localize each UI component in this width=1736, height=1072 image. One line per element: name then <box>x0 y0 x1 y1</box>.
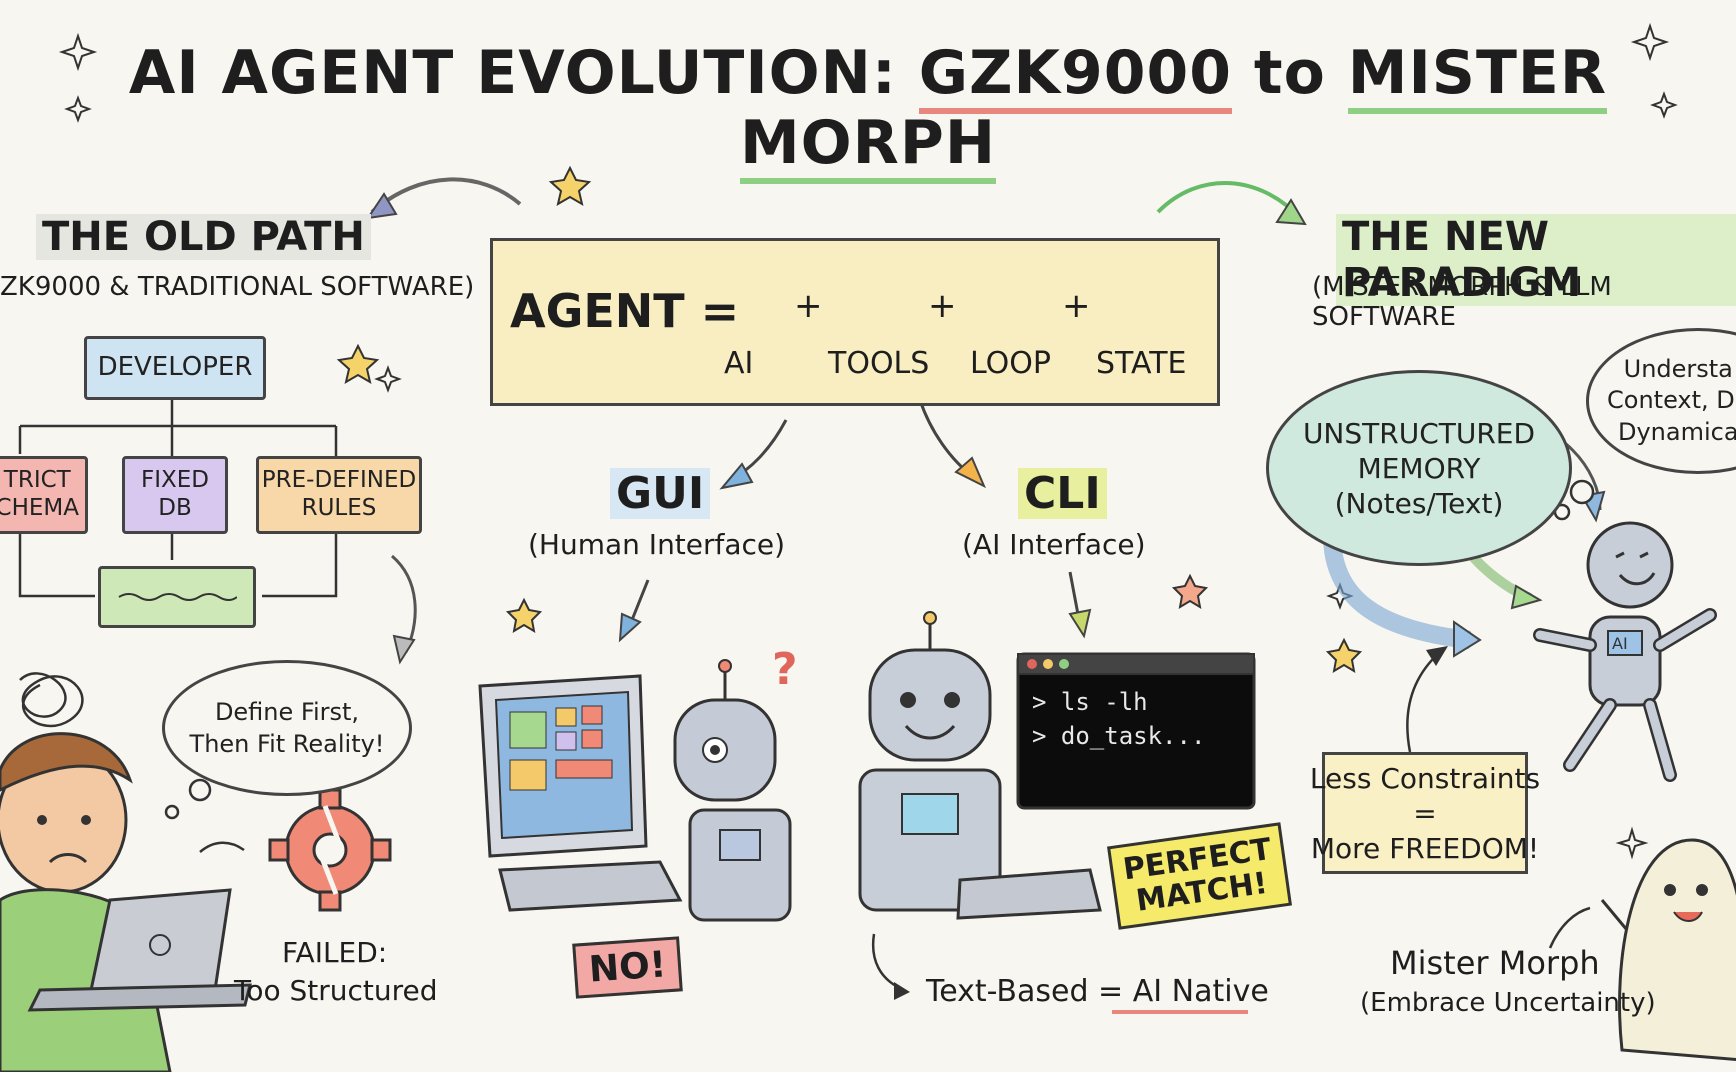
strict-schema-box: TRICT CHEMA <box>0 456 88 534</box>
formula-plus-2: + <box>928 286 957 326</box>
agent-formula-box <box>490 238 1220 406</box>
thought-bubble-define-first: Define First, Then Fit Reality! <box>162 660 412 796</box>
mister-morph-mascot <box>1600 838 1736 1062</box>
star-icon <box>58 32 98 72</box>
cli-heading: CLI <box>1018 468 1107 519</box>
star-icon <box>1325 637 1363 673</box>
svg-text:AI: AI <box>1612 634 1628 653</box>
frustrated-developer-illustration <box>0 732 252 1072</box>
mister-morph-caption: (Embrace Uncertainty) <box>1360 988 1656 1018</box>
old-path-subtitle: ZK9000 & TRADITIONAL SOFTWARE) <box>0 272 475 302</box>
terminal-line-1: > ls -lh <box>1032 688 1148 716</box>
star-icon <box>1630 22 1670 62</box>
star-icon <box>1171 573 1209 609</box>
running-robot-illustration: AI <box>1533 521 1717 782</box>
mister-morph-name: Mister Morph <box>1390 944 1600 982</box>
title-highlight-mister-morph: MISTER MORPH <box>739 38 1608 184</box>
formula-plus-3: + <box>1062 286 1091 326</box>
gui-computer-illustration: ? <box>478 644 798 922</box>
new-paradigm-heading: THE NEW PARADIGM <box>1336 214 1736 306</box>
formula-state-label: STATE <box>1096 346 1187 381</box>
cli-caption: Text-Based = AI Native <box>926 974 1269 1009</box>
title-part-1: AI AGENT EVOLUTION: <box>128 38 919 108</box>
pre-defined-rules-box: PRE-DEFINED RULES <box>256 456 422 534</box>
star-icon <box>548 165 592 207</box>
broken-gear-icon <box>268 788 392 912</box>
less-constraints-note: Less Constraints = More FREEDOM! <box>1310 752 1540 874</box>
fixed-db-box: FIXED DB <box>122 456 228 534</box>
formula-tools-label: TOOLS <box>828 346 930 381</box>
svg-text:?: ? <box>772 644 798 695</box>
star-icon <box>505 597 543 633</box>
no-sign: NO! <box>572 936 683 999</box>
star-icon <box>64 95 92 123</box>
star-icon <box>1650 91 1678 119</box>
cli-robot-illustration <box>858 611 1256 920</box>
title-highlight-gzk9000: GZK9000 <box>918 38 1233 114</box>
apple-logo-icon <box>149 934 171 956</box>
terminal-line-2: > do_task... <box>1032 722 1206 750</box>
page-title: AI AGENT EVOLUTION: GZK9000 to MISTER MO… <box>0 38 1736 184</box>
formula-ai-label: AI <box>724 346 754 381</box>
gui-heading: GUI <box>610 468 711 519</box>
new-paradigm-subtitle: (MISTER MORPH & LLM SOFTWARE <box>1312 272 1612 332</box>
failed-text: Too Structured <box>234 974 438 1007</box>
cli-subtitle: (AI Interface) <box>962 528 1146 561</box>
failed-title: FAILED: <box>282 936 388 969</box>
formula-plus-1: + <box>794 286 823 326</box>
old-path-heading: THE OLD PATH <box>36 214 371 260</box>
cli-caption-highlight: AI Native <box>1132 974 1269 1009</box>
formula-agent-label: AGENT = <box>510 284 740 338</box>
star-icon <box>374 365 402 393</box>
unstructured-memory-cloud: UNSTRUCTURED MEMORY (Notes/Text) <box>1266 370 1572 566</box>
result-box <box>98 566 256 628</box>
star-icon <box>1615 826 1649 860</box>
title-part-2: to <box>1232 38 1348 108</box>
gui-subtitle: (Human Interface) <box>528 528 786 561</box>
formula-loop-label: LOOP <box>970 346 1051 381</box>
cli-caption-text: Text-Based = <box>926 974 1133 1009</box>
squiggle-placeholder <box>118 593 237 601</box>
star-icon <box>336 343 380 385</box>
developer-box: DEVELOPER <box>84 336 266 400</box>
